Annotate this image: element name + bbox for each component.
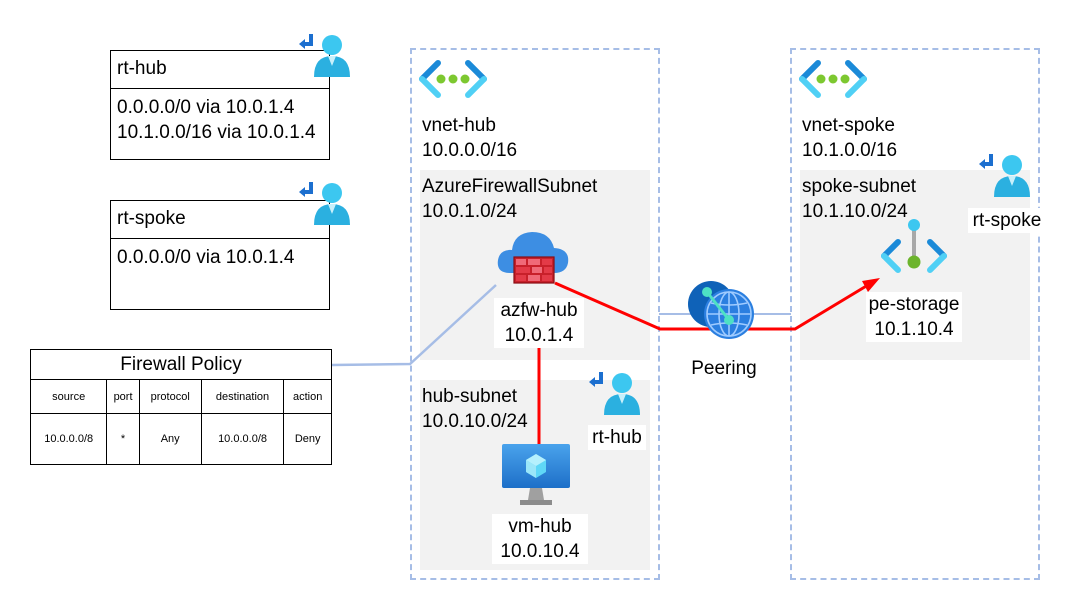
- firewall-icon[interactable]: [496, 227, 572, 287]
- vnet-spoke-label: vnet-spoke 10.1.0.0/16: [802, 113, 897, 163]
- table-cell: Deny: [283, 413, 332, 465]
- table-cell: 10.0.0.0/8: [29, 413, 108, 465]
- route-table-title: rt-hub: [111, 51, 329, 89]
- subnet-name: AzureFirewallSubnet: [422, 176, 598, 197]
- vnet-cidr: 10.1.0.0/16: [802, 140, 898, 161]
- firewall-policy-table[interactable]: Firewall Policy source port protocol des…: [29, 349, 332, 465]
- subnet-name: hub-subnet: [422, 386, 518, 407]
- column-header: action: [283, 379, 332, 414]
- route-table-icon: [978, 152, 1034, 200]
- table-cell: *: [106, 413, 140, 465]
- vm-name: vm-hub: [508, 516, 572, 537]
- column-header: destination: [200, 379, 285, 414]
- route-table-icon: [588, 370, 644, 418]
- vnet-icon: [798, 60, 868, 100]
- column-header: port: [106, 379, 140, 414]
- route-list: 0.0.0.0/0 via 10.0.1.4 10.1.0.0/16 via 1…: [117, 95, 316, 145]
- peering-label: Peering: [682, 356, 766, 381]
- route-list: 0.0.0.0/0 via 10.0.1.4: [117, 245, 294, 270]
- column-header: protocol: [138, 379, 202, 414]
- column-header: source: [29, 379, 108, 414]
- vnet-hub-label: vnet-hub 10.0.0.0/16: [422, 113, 517, 163]
- private-endpoint-ip: 10.1.10.4: [874, 319, 954, 340]
- route-entry: 10.1.0.0/16 via 10.0.1.4: [117, 122, 316, 143]
- vnet-cidr: 10.0.0.0/16: [422, 140, 518, 161]
- private-endpoint-icon[interactable]: [878, 218, 950, 276]
- route-table-icon: [298, 180, 354, 228]
- route-table-rt-spoke[interactable]: rt-spoke 0.0.0.0/0 via 10.0.1.4: [110, 200, 330, 310]
- firewall-subnet-label: AzureFirewallSubnet 10.0.1.0/24: [422, 174, 597, 224]
- firewall-ip: 10.0.1.4: [504, 325, 574, 346]
- vm-label: vm-hub 10.0.10.4: [492, 514, 588, 564]
- table-cell: Any: [138, 413, 202, 465]
- spoke-subnet-label: spoke-subnet 10.1.10.0/24: [802, 174, 916, 224]
- hub-route-table-label: rt-hub: [588, 425, 646, 450]
- table-row: 10.0.0.0/8 * Any 10.0.0.0/8 Deny: [29, 413, 332, 465]
- firewall-policy-title: Firewall Policy: [30, 349, 332, 380]
- private-endpoint-label: pe-storage 10.1.10.4: [866, 292, 962, 342]
- route-entry: 0.0.0.0/0 via 10.0.1.4: [117, 97, 295, 118]
- firewall-name: azfw-hub: [500, 300, 578, 321]
- peering-icon[interactable]: [687, 280, 759, 340]
- vnet-name: vnet-hub: [422, 115, 496, 136]
- table-header-row: source port protocol destination action: [29, 379, 332, 414]
- vnet-icon: [418, 60, 488, 100]
- vm-ip: 10.0.10.4: [500, 541, 580, 562]
- virtual-machine-icon[interactable]: [500, 442, 572, 508]
- route-table-rt-hub[interactable]: rt-hub 0.0.0.0/0 via 10.0.1.4 10.1.0.0/1…: [110, 50, 330, 160]
- vnet-name: vnet-spoke: [802, 115, 895, 136]
- private-endpoint-name: pe-storage: [868, 294, 960, 315]
- subnet-cidr: 10.0.10.0/24: [422, 411, 528, 432]
- hub-subnet-label: hub-subnet 10.0.10.0/24: [422, 384, 528, 434]
- route-entry: 0.0.0.0/0 via 10.0.1.4: [117, 247, 295, 268]
- subnet-cidr: 10.1.10.0/24: [802, 201, 908, 222]
- route-table-icon: [298, 32, 354, 80]
- spoke-route-table-label: rt-spoke: [968, 208, 1046, 233]
- route-table-title: rt-spoke: [111, 201, 329, 239]
- firewall-label: azfw-hub 10.0.1.4: [494, 298, 584, 348]
- subnet-cidr: 10.0.1.0/24: [422, 201, 518, 222]
- table-cell: 10.0.0.0/8: [200, 413, 285, 465]
- subnet-name: spoke-subnet: [802, 176, 917, 197]
